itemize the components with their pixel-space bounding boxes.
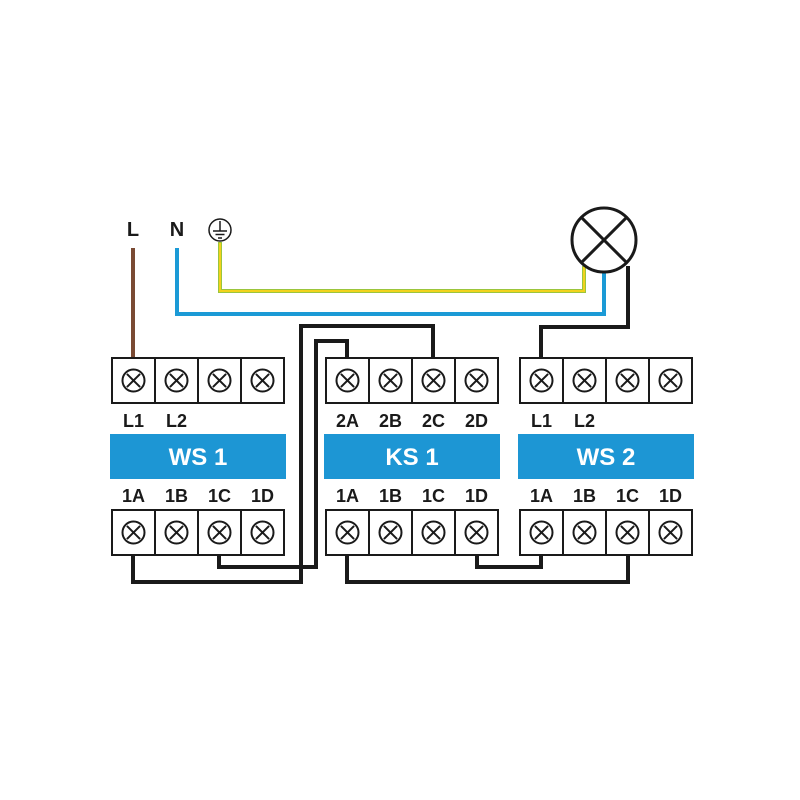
modules: L1 L2 WS 1 1A 1B 1C 1D 2A 2B 2C 2D KS 1 1A 1B 1C 1D L1 L2… (110, 357, 694, 556)
top-terminal (325, 357, 370, 404)
screw-icon (529, 368, 554, 393)
traveller-wire-2 (217, 339, 349, 569)
earth-wire-stripe (219, 243, 585, 292)
top-terminal-label: 2C (422, 411, 445, 431)
screw-icon (529, 520, 554, 545)
top-terminal-label: L1 (123, 411, 144, 431)
bottom-terminal (111, 509, 156, 556)
module-ks1: 2A 2B 2C 2D KS 1 1A 1B 1C 1D (324, 357, 500, 556)
bottom-terminal-label: 1C (422, 486, 445, 506)
screw-icon (464, 368, 489, 393)
bottom-terminal-strip (111, 509, 285, 556)
screw-icon (658, 368, 683, 393)
screw-icon (421, 520, 446, 545)
top-terminal (562, 357, 607, 404)
bottom-terminal-label: 1A (336, 486, 359, 506)
screw-icon (335, 520, 360, 545)
bottom-terminal-label: 1B (573, 486, 596, 506)
bottom-terminal-label: 1D (251, 486, 274, 506)
top-terminal-strip (519, 357, 693, 404)
top-terminal (605, 357, 650, 404)
screw-icon (164, 520, 189, 545)
screw-icon (250, 520, 275, 545)
bottom-terminal (240, 509, 285, 556)
screw-icon (572, 520, 597, 545)
module-title: KS 1 (385, 444, 438, 471)
bottom-terminal (325, 509, 370, 556)
bottom-terminal (562, 509, 607, 556)
earth-wire (218, 242, 586, 293)
bottom-terminal-label: 1C (616, 486, 639, 506)
screw-icon (207, 368, 232, 393)
top-terminal-label: 2B (379, 411, 402, 431)
top-terminal-label: L2 (166, 411, 187, 431)
screw-icon (335, 368, 360, 393)
bottom-terminal-label: 1A (530, 486, 553, 506)
bottom-terminal-label: 1A (122, 486, 145, 506)
bottom-terminal (154, 509, 199, 556)
bottom-terminal (454, 509, 499, 556)
bottom-terminal (368, 509, 413, 556)
top-terminal-label: 2A (336, 411, 359, 431)
bottom-terminal-label: 1B (165, 486, 188, 506)
top-terminal-strip (111, 357, 285, 404)
screw-icon (121, 520, 146, 545)
top-terminal (454, 357, 499, 404)
screw-icon (572, 368, 597, 393)
wires (131, 242, 630, 584)
screw-icon (207, 520, 232, 545)
lamp-return-wire (539, 266, 630, 372)
bottom-terminal-label: 1B (379, 486, 402, 506)
top-terminal-label: L1 (531, 411, 552, 431)
module-ws1: L1 L2 WS 1 1A 1B 1C 1D (110, 357, 286, 556)
screw-icon (250, 368, 275, 393)
screw-icon (421, 368, 446, 393)
screw-icon (164, 368, 189, 393)
top-terminal (197, 357, 242, 404)
top-terminal (368, 357, 413, 404)
screw-icon (615, 368, 640, 393)
module-title: WS 2 (577, 444, 636, 471)
screw-icon (378, 368, 403, 393)
screw-icon (121, 368, 146, 393)
lamp-cross-circle-icon (570, 206, 638, 274)
bottom-terminal (648, 509, 693, 556)
top-terminal (648, 357, 693, 404)
bottom-terminal (605, 509, 650, 556)
screw-icon (464, 520, 489, 545)
screw-icon (378, 520, 403, 545)
module-title-bar: KS 1 (324, 434, 500, 479)
top-terminal (519, 357, 564, 404)
bottom-terminal (411, 509, 456, 556)
top-terminal (111, 357, 156, 404)
neutral-label: N (170, 219, 184, 241)
bottom-terminal (519, 509, 564, 556)
top-terminal-strip (325, 357, 499, 404)
bottom-terminal-strip (325, 509, 499, 556)
module-title-bar: WS 2 (518, 434, 694, 479)
traveller-wire-1 (131, 324, 435, 584)
module-title-bar: WS 1 (110, 434, 286, 479)
module-ws2: L1 L2 WS 2 1A 1B 1C 1D (518, 357, 694, 556)
screw-icon (658, 520, 683, 545)
neutral-wire (175, 248, 606, 316)
top-terminal (240, 357, 285, 404)
line-label: L (127, 219, 139, 241)
top-terminal-label: 2D (465, 411, 488, 431)
traveller-wire-3 (345, 543, 630, 584)
bottom-terminal-strip (519, 509, 693, 556)
top-terminal (411, 357, 456, 404)
top-terminal-label: L2 (574, 411, 595, 431)
module-title: WS 1 (169, 444, 228, 471)
bottom-terminal (197, 509, 242, 556)
ground-symbol-icon (208, 218, 232, 242)
bottom-terminal-label: 1D (659, 486, 682, 506)
bottom-terminal-label: 1D (465, 486, 488, 506)
bottom-terminal-label: 1C (208, 486, 231, 506)
screw-icon (615, 520, 640, 545)
top-terminal (154, 357, 199, 404)
